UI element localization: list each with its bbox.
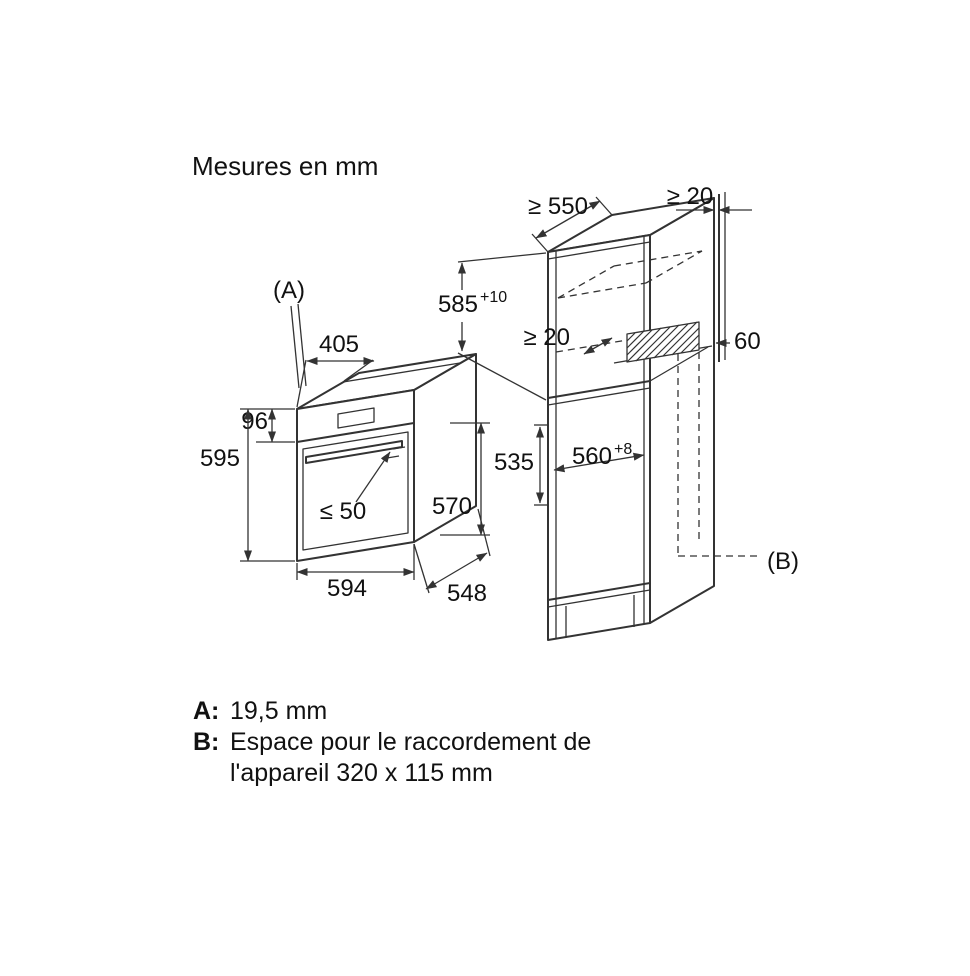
oven-top-vent-line <box>342 362 461 383</box>
legend-key-a: A: <box>193 697 220 725</box>
diagram-title: Mesures en mm <box>192 151 379 181</box>
dim-label-min550: ≥ 550 <box>528 193 588 220</box>
legend-value-b: Espace pour le raccordement de <box>230 728 592 756</box>
cabinet-floor-front <box>547 582 651 601</box>
dim-label-B: (B) <box>767 548 799 575</box>
dim-594: 594 <box>296 544 415 602</box>
dim-label-585-tolerance: +10 <box>480 289 507 306</box>
dim-label-585: 585 <box>438 291 478 318</box>
dim-min550: ≥ 550 <box>528 193 613 253</box>
dim-min20-mid: ≥ 20 <box>523 324 613 355</box>
legend-value-b2: l'appareil 320 x 115 mm <box>230 759 493 787</box>
dim-label-max50: ≤ 50 <box>320 498 367 525</box>
dim-label-405: 405 <box>319 331 359 358</box>
legend-row-b2: l'appareil 320 x 115 mm <box>230 758 591 789</box>
dim-label-594: 594 <box>327 575 367 602</box>
dim-label-595: 595 <box>200 445 240 472</box>
cabinet-front-face <box>547 234 651 641</box>
connection-area-hatch <box>626 321 700 363</box>
dim-label-A: (A) <box>273 277 305 304</box>
dim-label-60: 60 <box>734 328 761 355</box>
dim-max50: ≤ 50 <box>320 446 406 525</box>
dim-60: 60 <box>715 328 761 355</box>
dim-min20-top: ≥ 20 <box>667 183 752 214</box>
dim-548: 548 <box>413 508 491 607</box>
legend-value-a: 19,5 mm <box>230 697 328 725</box>
dim-label-min20-top: ≥ 20 <box>667 183 714 210</box>
dim-label-96: 96 <box>241 408 268 435</box>
legend-row-b: B: Espace pour le raccordement de <box>193 727 591 758</box>
legend: A: 19,5 mm B: Espace pour le raccordement … <box>193 696 591 789</box>
cabinet-drawing <box>547 192 757 641</box>
dim-label-535: 535 <box>494 449 534 476</box>
dim-label-min20-mid: ≥ 20 <box>523 324 570 351</box>
dim-595: 595 <box>200 408 295 562</box>
dim-A: (A) <box>273 277 307 389</box>
dim-label-560: 560 <box>572 443 612 470</box>
dim-label-570: 570 <box>432 493 472 520</box>
niche-shelf-front <box>547 380 651 399</box>
oven-display <box>337 407 375 429</box>
legend-key-b: B: <box>193 728 220 756</box>
dim-label-560-tolerance: +8 <box>614 441 632 458</box>
dim-535: 535 <box>494 424 548 506</box>
dim-560: 560 +8 <box>553 441 645 473</box>
dim-585: 585 +10 <box>438 252 547 401</box>
oven-control-panel-seam <box>296 422 415 443</box>
dim-570: 570 <box>432 422 490 536</box>
dim-label-548: 548 <box>447 580 487 607</box>
dim-405: 405 <box>296 331 375 408</box>
legend-row-a: A: 19,5 mm <box>193 696 591 727</box>
